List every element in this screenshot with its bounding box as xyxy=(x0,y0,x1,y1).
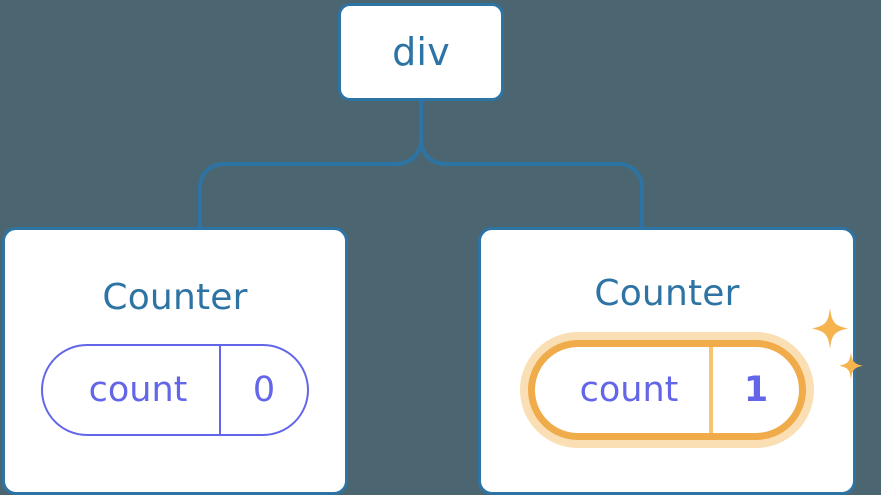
tree-node-counter-left-label: Counter xyxy=(102,277,248,318)
tree-node-counter-left[interactable]: Counter count 0 xyxy=(2,227,348,495)
state-pill-left-key: count xyxy=(88,369,188,410)
state-pill-right[interactable]: count 1 xyxy=(528,340,806,440)
tree-node-root-label: div xyxy=(392,30,450,74)
state-pill-left-wrapper: count 0 xyxy=(41,344,309,436)
sparkle-icon-large xyxy=(812,308,848,349)
sparkle-group xyxy=(812,308,863,380)
state-pill-right-value: 1 xyxy=(709,347,799,433)
state-pill-left[interactable]: count 0 xyxy=(41,344,309,436)
tree-node-counter-right[interactable]: Counter count 1 xyxy=(478,227,863,495)
state-pill-left-value: 0 xyxy=(219,346,307,434)
state-pill-right-wrapper: count 1 xyxy=(528,308,863,440)
tree-node-counter-right-label: Counter xyxy=(594,273,740,314)
connector-root-to-left-child xyxy=(198,99,423,229)
state-pill-right-key: count xyxy=(579,369,679,410)
tree-node-root[interactable]: div xyxy=(338,3,504,101)
connector-root-to-right-child xyxy=(419,99,644,229)
sparkle-icon-small xyxy=(839,352,863,380)
